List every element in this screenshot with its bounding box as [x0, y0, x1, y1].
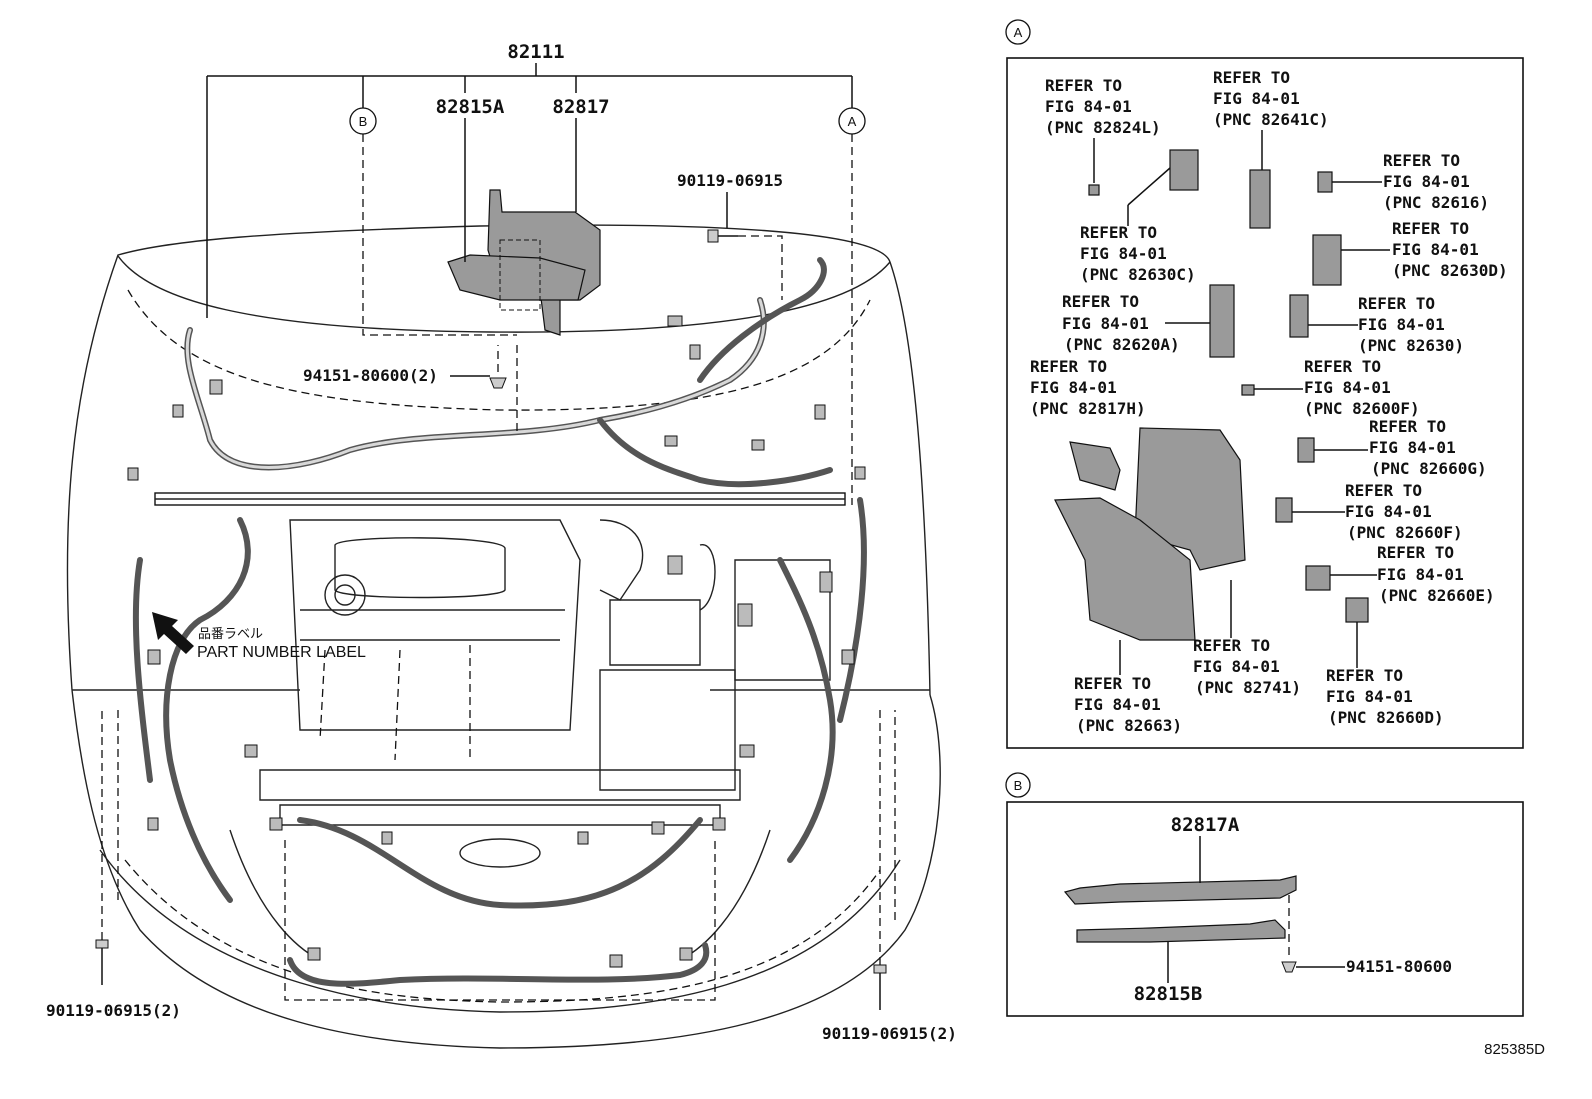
refer-82817H-l1: REFER TO: [1030, 357, 1107, 376]
label-bolt-top: 90119-06915: [677, 171, 783, 190]
refer-82620A-l2: FIG 84-01: [1062, 314, 1149, 333]
refer-82663-pnc: (PNC 82663): [1076, 716, 1182, 735]
illustration-id: 825385D: [1484, 1041, 1545, 1058]
refer-82641C-pnc: (PNC 82641C): [1213, 110, 1329, 129]
label-bolt-left: 90119-06915(2): [46, 1001, 181, 1020]
label-clip-main: 94151-80600(2): [303, 366, 438, 385]
refer-82641C-l1: REFER TO: [1213, 68, 1290, 87]
label-82817: 82817: [552, 96, 609, 118]
label-82815A: 82815A: [436, 96, 505, 118]
refer-82817H-pnc: (PNC 82817H): [1030, 399, 1146, 418]
bolt-90119-right: [873, 964, 887, 1010]
detail-b-circle-label: B: [1014, 778, 1023, 793]
refer-82630-l2: FIG 84-01: [1358, 315, 1445, 334]
refer-82741-l2: FIG 84-01: [1193, 657, 1280, 676]
circle-a-callout: A: [838, 107, 866, 135]
detail-a-circle-label: A: [1014, 25, 1023, 40]
refer-82616-l1: REFER TO: [1383, 151, 1460, 170]
refer-82616: REFER TO FIG 84-01 (PNC 82616): [1383, 151, 1489, 212]
main-leaders: [206, 63, 853, 505]
refer-82630D-pnc: (PNC 82630D): [1392, 261, 1508, 280]
bolt-90119-top: [707, 229, 738, 243]
clip-94151-main: [489, 377, 507, 389]
refer-82660F-pnc: (PNC 82660F): [1347, 523, 1463, 542]
refer-82616-l2: FIG 84-01: [1383, 172, 1470, 191]
refer-82600F: REFER TO FIG 84-01 (PNC 82600F): [1304, 357, 1420, 418]
refer-82630C-pnc: (PNC 82630C): [1080, 265, 1196, 284]
detail-a-callout: A: [1005, 19, 1031, 45]
refer-82824L-l1: REFER TO: [1045, 76, 1122, 95]
label-clip-detail-b: 94151-80600: [1346, 957, 1452, 976]
engine-bay-illustration: [66, 189, 941, 1049]
refer-82660D: REFER TO FIG 84-01 (PNC 82660D): [1326, 666, 1444, 727]
refer-82630C-l1: REFER TO: [1080, 223, 1157, 242]
refer-82660E-l1: REFER TO: [1377, 543, 1454, 562]
detail-a-leaders: [1093, 130, 1390, 675]
detail-b-parts: [1063, 875, 1297, 973]
refer-82817H: REFER TO FIG 84-01 (PNC 82817H): [1030, 357, 1146, 418]
detail-b-box: [1006, 801, 1524, 1017]
refer-82620A-pnc: (PNC 82620A): [1064, 335, 1180, 354]
refer-82600F-l2: FIG 84-01: [1304, 378, 1391, 397]
refer-82741-l1: REFER TO: [1193, 636, 1270, 655]
refer-82630-pnc: (PNC 82630): [1358, 336, 1464, 355]
refer-82620A: REFER TO FIG 84-01 (PNC 82620A): [1062, 292, 1180, 354]
refer-82824L: REFER TO FIG 84-01 (PNC 82824L): [1045, 76, 1161, 137]
refer-82660F-l1: REFER TO: [1345, 481, 1422, 500]
refer-82641C: REFER TO FIG 84-01 (PNC 82641C): [1213, 68, 1329, 129]
refer-82660F-l2: FIG 84-01: [1345, 502, 1432, 521]
refer-82663-l1: REFER TO: [1074, 674, 1151, 693]
refer-82817H-l2: FIG 84-01: [1030, 378, 1117, 397]
refer-82824L-pnc: (PNC 82824L): [1045, 118, 1161, 137]
detail-b-leaders: [1167, 836, 1345, 983]
refer-82616-pnc: (PNC 82616): [1383, 193, 1489, 212]
refer-82824L-l2: FIG 84-01: [1045, 97, 1132, 116]
refer-82620A-l1: REFER TO: [1062, 292, 1139, 311]
detail-b-callout: B: [1005, 772, 1031, 798]
refer-82660E: REFER TO FIG 84-01 (PNC 82660E): [1377, 543, 1495, 605]
refer-82660D-pnc: (PNC 82660D): [1328, 708, 1444, 727]
refer-82630D-l2: FIG 84-01: [1392, 240, 1479, 259]
refer-82660E-l2: FIG 84-01: [1377, 565, 1464, 584]
refer-82663: REFER TO FIG 84-01 (PNC 82663): [1074, 674, 1182, 735]
circle-a-label: A: [848, 114, 857, 129]
label-82815B: 82815B: [1134, 983, 1203, 1005]
bolt-90119-left: [95, 939, 109, 985]
refer-82660E-pnc: (PNC 82660E): [1379, 586, 1495, 605]
refer-82600F-l1: REFER TO: [1304, 357, 1381, 376]
relay-block-cover-82817: [447, 189, 601, 336]
refer-82630D: REFER TO FIG 84-01 (PNC 82630D): [1392, 219, 1508, 280]
refer-82600F-pnc: (PNC 82600F): [1304, 399, 1420, 418]
detail-a-parts: [1054, 149, 1369, 641]
refer-82660G-pnc: (PNC 82660G): [1371, 459, 1487, 478]
refer-82630-l1: REFER TO: [1358, 294, 1435, 313]
label-part-number-jp: 品番ラベル: [198, 626, 263, 641]
refer-82660D-l2: FIG 84-01: [1326, 687, 1413, 706]
part-number-label-arrow: [152, 612, 194, 654]
label-part-number-en: PART NUMBER LABEL: [197, 644, 366, 661]
refer-82660D-l1: REFER TO: [1326, 666, 1403, 685]
detail-a-box: [1006, 57, 1524, 749]
refer-82660G-l2: FIG 84-01: [1369, 438, 1456, 457]
refer-82660F: REFER TO FIG 84-01 (PNC 82660F): [1345, 481, 1463, 542]
circle-b-callout: B: [349, 107, 377, 135]
label-82111: 82111: [507, 41, 564, 63]
circle-b-label: B: [359, 114, 368, 129]
refer-82741: REFER TO FIG 84-01 (PNC 82741): [1193, 636, 1301, 697]
harness-connectors: [127, 315, 866, 968]
refer-82660G-l1: REFER TO: [1369, 417, 1446, 436]
label-bolt-right: 90119-06915(2): [822, 1024, 957, 1043]
refer-82741-pnc: (PNC 82741): [1195, 678, 1301, 697]
refer-82630D-l1: REFER TO: [1392, 219, 1469, 238]
refer-82641C-l2: FIG 84-01: [1213, 89, 1300, 108]
refer-82630C-l2: FIG 84-01: [1080, 244, 1167, 263]
refer-82663-l2: FIG 84-01: [1074, 695, 1161, 714]
label-82817A: 82817A: [1171, 814, 1240, 836]
refer-82660G: REFER TO FIG 84-01 (PNC 82660G): [1369, 417, 1487, 478]
refer-82630C: REFER TO FIG 84-01 (PNC 82630C): [1080, 223, 1196, 284]
refer-82630: REFER TO FIG 84-01 (PNC 82630): [1358, 294, 1464, 355]
